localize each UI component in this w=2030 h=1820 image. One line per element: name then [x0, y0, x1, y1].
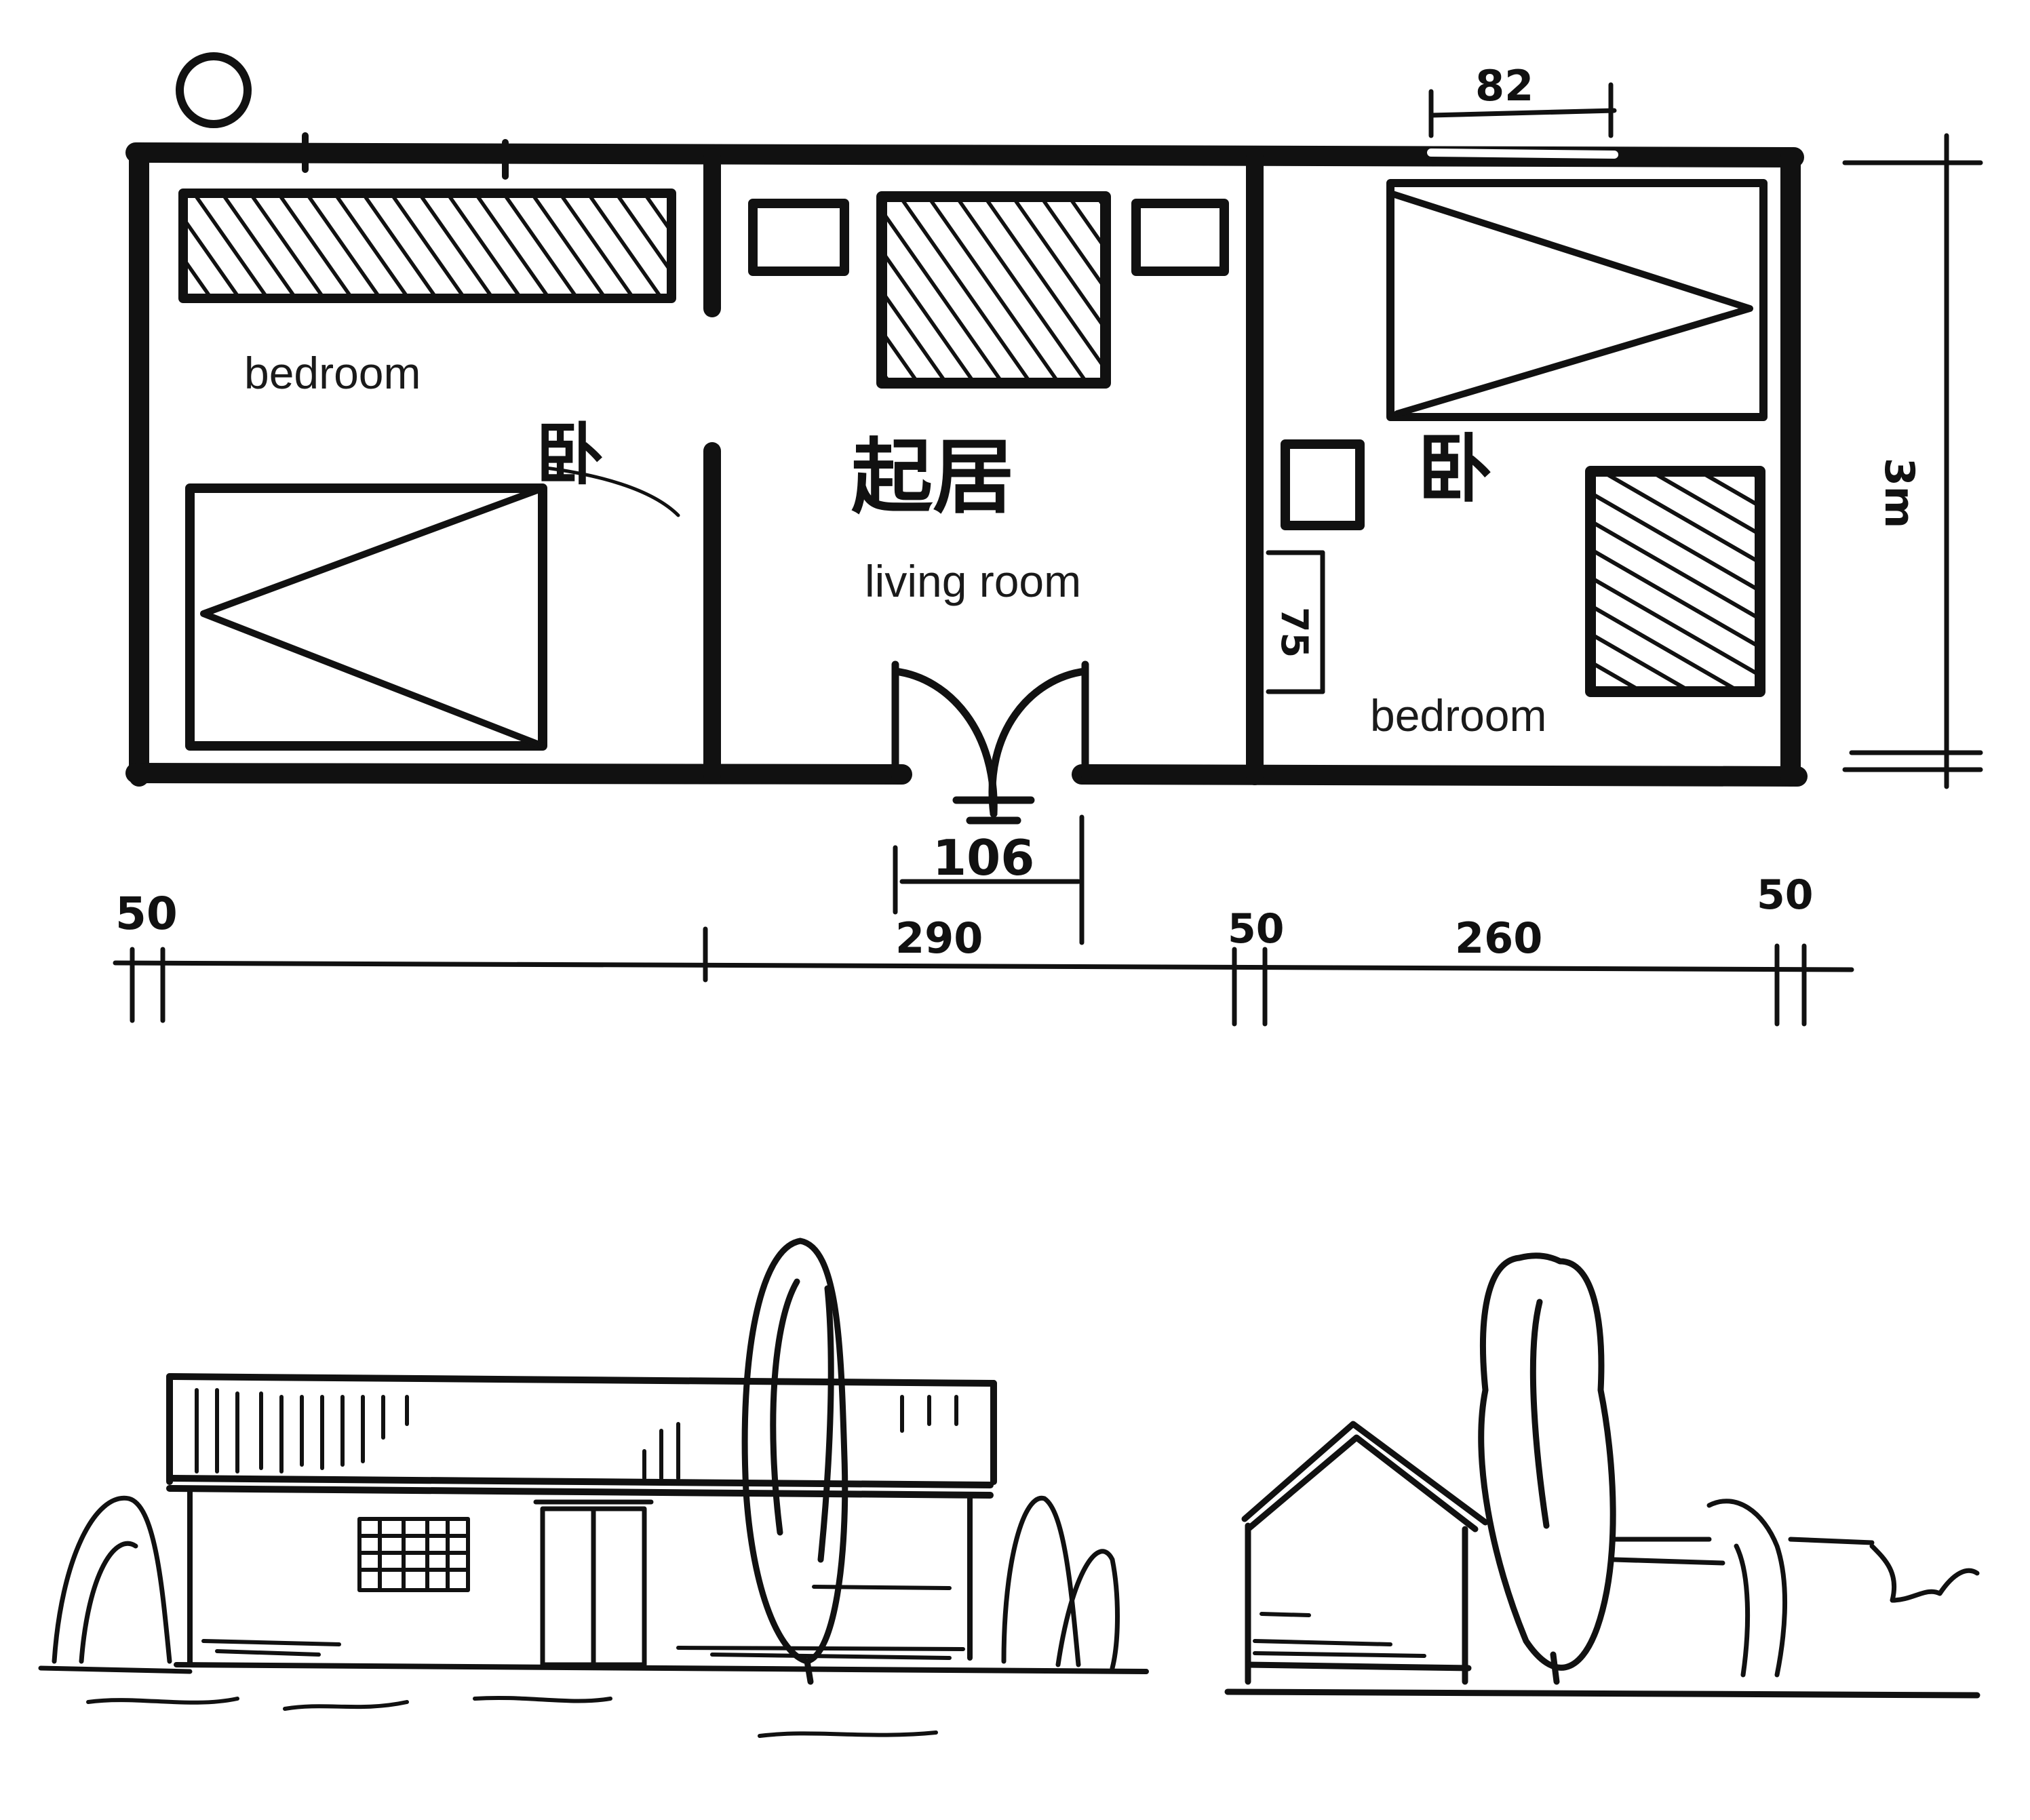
side-base-hatching [1253, 1612, 1426, 1658]
bottom-dimension-line [113, 814, 1854, 1027]
window-grille [357, 1517, 470, 1592]
dim-door-width: 106 [933, 829, 1034, 886]
gable-house [1241, 1421, 1489, 1685]
dim-living-span: 290 [895, 913, 983, 963]
ground-left [86, 1695, 938, 1738]
left-window-marks [302, 132, 509, 180]
roof-texture [195, 1388, 958, 1480]
dim-wall-mid: 50 [1228, 905, 1285, 953]
side-ground [1224, 1688, 1980, 1699]
closet-dimension [1266, 550, 1325, 694]
label-living-room: living room [865, 556, 1081, 606]
right-window [1425, 82, 1618, 167]
wardrobe-left [178, 189, 676, 303]
entrance-door [891, 660, 1089, 825]
dim-closet: 75 [1273, 607, 1316, 658]
floor-plan [113, 52, 1983, 1027]
stool-left [748, 199, 849, 276]
shrubs-left [38, 1495, 193, 1674]
label-bedroom-left: bedroom [244, 348, 421, 398]
interior-walls [703, 149, 1264, 785]
stool-right [1131, 199, 1229, 276]
dim-wall-left: 50 [115, 888, 178, 940]
nightstand-right [1281, 439, 1365, 530]
bed-right [1386, 179, 1768, 421]
bed-left [185, 483, 547, 751]
label-bedroom-right: bedroom [1370, 690, 1547, 740]
front-elevation [38, 1238, 1149, 1738]
north-marker-icon [176, 52, 252, 128]
dim-right-span: 260 [1455, 913, 1542, 963]
base-hatching [201, 1585, 965, 1660]
roof-band [166, 1373, 997, 1499]
side-elevation [1224, 1252, 1980, 1699]
dim-right-side: 3m [1875, 458, 1923, 528]
elevation-walls [174, 1489, 1149, 1674]
side-shrubs [1612, 1499, 1980, 1678]
dim-top-window: 82 [1475, 61, 1534, 111]
shrubs-right [1001, 1495, 1120, 1671]
label-bedroom-left-cn: 卧 [536, 414, 604, 494]
tall-tree [741, 1238, 848, 1685]
dim-wall-right: 50 [1757, 871, 1814, 919]
side-tree [1478, 1252, 1616, 1685]
wardrobe-right [1585, 466, 1765, 697]
cabinet-center [876, 191, 1111, 389]
front-door [533, 1499, 654, 1667]
door-swing-left [544, 466, 680, 517]
label-living-room-cn: 起居 [851, 429, 1014, 525]
label-bedroom-right-cn: 卧 [1418, 425, 1492, 513]
right-dimension-line [1842, 133, 1983, 789]
